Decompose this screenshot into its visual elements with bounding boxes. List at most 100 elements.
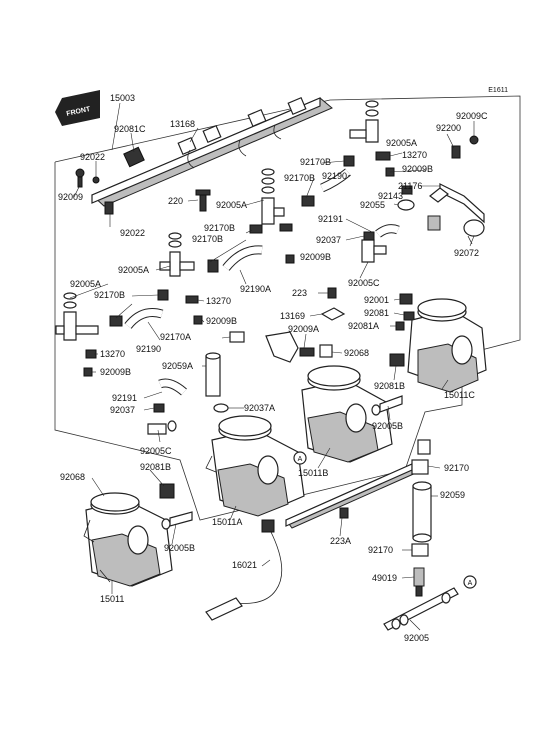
throttle-cable-16021	[205, 519, 283, 621]
linkage-bar	[285, 463, 419, 529]
clip-92170-b	[411, 543, 429, 557]
label-16021: 16021	[232, 560, 257, 570]
label-92191-a: 92191	[112, 393, 137, 403]
clamp-92072	[463, 219, 485, 245]
fitting-92005a-right	[349, 100, 379, 143]
fitting-92005c	[361, 239, 387, 263]
fitting-92005b-2	[371, 395, 403, 416]
carburetor-15011a	[205, 415, 305, 517]
clip-92170	[411, 459, 429, 475]
label-220: 220	[168, 196, 183, 206]
label-15011a: 15011A	[212, 517, 242, 527]
label-92005b-a: 92005B	[164, 543, 195, 553]
bolt-92009b	[285, 254, 295, 264]
label-92081: 92081	[364, 308, 389, 318]
fitting-92005b	[161, 511, 193, 530]
clip-92170b-4	[109, 315, 123, 327]
label-92009b-c: 92009B	[300, 252, 331, 262]
choke-bracket-21176	[427, 183, 485, 231]
bracket-left	[265, 331, 299, 363]
label-92190: 92190	[136, 344, 161, 354]
callout-a-marker-2	[463, 575, 477, 589]
clip-92170b-3	[157, 289, 169, 301]
connector-13270	[279, 223, 293, 232]
ref-code: E1611	[488, 87, 508, 94]
spring-92081c	[123, 146, 145, 168]
bolt-92009c	[469, 135, 479, 145]
label-92081a: 92081A	[348, 321, 379, 331]
fuel-rail	[91, 96, 333, 207]
label-92037-a: 92037	[110, 405, 135, 415]
label-21176: 21176	[398, 181, 422, 191]
pin-92143	[401, 185, 413, 195]
label-13168: 13168	[170, 119, 195, 129]
bolt-92009b-3	[83, 367, 93, 377]
label-92081b-a: 92081B	[140, 462, 171, 472]
o-ring-92055	[397, 199, 415, 211]
label-15003: 15003	[110, 93, 135, 103]
label-92005a-b: 92005A	[118, 265, 149, 275]
label-92081c: 92081C	[114, 124, 146, 134]
clip-92170b-5	[301, 195, 315, 207]
o-ring-92037a	[213, 403, 229, 413]
callout-a-label-2: A	[468, 580, 473, 587]
carburetor-15011c	[407, 298, 487, 393]
clip-92170a	[229, 331, 245, 343]
label-49019: 49019	[372, 573, 397, 583]
clip-92170b-6	[343, 155, 355, 167]
label-92009b-b: 92009B	[100, 367, 131, 377]
carburetor-15011	[83, 492, 173, 587]
plate-13169	[320, 307, 346, 321]
label-92068-a: 92068	[60, 472, 85, 482]
clip-92037	[363, 231, 375, 241]
washer-92022	[92, 176, 100, 184]
label-13169: 13169	[280, 311, 305, 321]
label-92009c: 92009C	[456, 111, 488, 121]
callout-a-marker	[293, 451, 307, 465]
hose-92190-b	[320, 168, 351, 193]
label-92037a: 92037A	[244, 403, 275, 413]
label-92055: 92055	[360, 200, 385, 210]
label-92170b-e: 92170B	[284, 173, 315, 183]
label-92170b-c: 92170B	[94, 290, 125, 300]
spring-92081	[403, 311, 415, 321]
label-92059: 92059	[440, 490, 465, 500]
label-92068-b: 92068	[344, 348, 369, 358]
label-92001: 92001	[364, 295, 389, 305]
hose-92190	[124, 308, 164, 329]
bolt-92009b-2	[193, 315, 203, 325]
label-92005b-b: 92005B	[372, 421, 403, 431]
callout-a-label: A	[298, 456, 303, 463]
label-92170-a: 92170	[444, 463, 469, 473]
screw-223a	[339, 507, 349, 519]
tube-92059	[412, 481, 432, 543]
fitting-49019	[413, 567, 425, 597]
label-92005a-a: 92005A	[216, 200, 247, 210]
label-92059a: 92059A	[162, 361, 193, 371]
label-13270-b: 13270	[100, 349, 125, 359]
cap-92068	[319, 344, 333, 358]
label-92022-a: 92022	[80, 152, 105, 162]
part-labels: 15003 92081C 13168 92022 92009 92022 220…	[58, 93, 488, 643]
label-92143: 92143	[378, 191, 403, 201]
label-92170b-d: 92170B	[300, 157, 331, 167]
carburetor-15011b	[301, 365, 393, 463]
spring-92081b-2	[389, 353, 405, 367]
screw-92001	[399, 293, 413, 305]
spring-92081b	[159, 483, 175, 499]
screw-220	[195, 189, 211, 212]
fitting-92005a-left	[55, 292, 99, 341]
label-92009a: 92009A	[288, 324, 319, 334]
label-13270-c: 13270	[402, 150, 427, 160]
label-92009: 92009	[58, 192, 83, 202]
label-92005c-a: 92005C	[140, 446, 172, 456]
cap-92068-b	[417, 439, 431, 455]
label-15011b: 15011B	[298, 468, 328, 478]
fitting-92005-assembly	[383, 587, 459, 631]
label-92005a-d: 92005A	[386, 138, 417, 148]
assembly-frame	[54, 95, 521, 521]
bolt-92009	[75, 168, 85, 188]
label-92170-b: 92170	[368, 545, 393, 555]
